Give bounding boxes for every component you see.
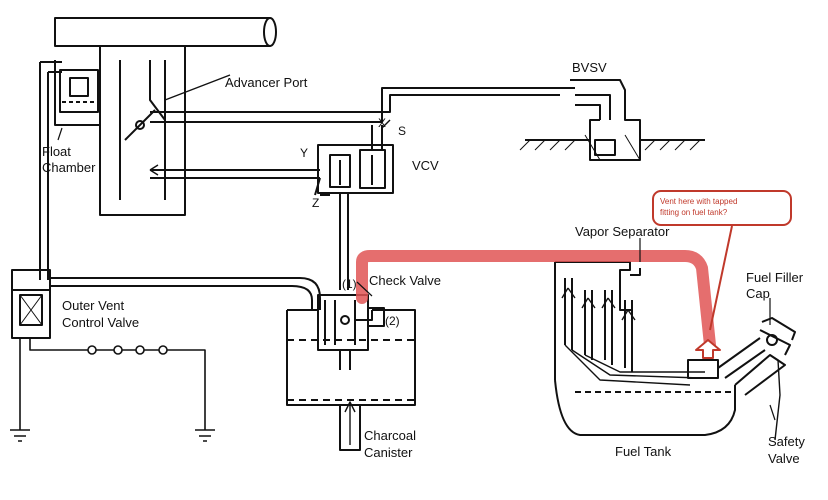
fuel-tank xyxy=(554,344,736,436)
fuel-tank-label: Fuel Tank xyxy=(615,444,672,459)
safety-valve-label-1: Safety xyxy=(768,434,805,449)
highlight-route xyxy=(356,250,716,351)
carb-to-vcv-tube xyxy=(150,169,320,179)
carb-arrow xyxy=(149,164,159,176)
outer-vent-circuit xyxy=(10,338,215,442)
float-chamber xyxy=(54,60,100,126)
vcv-valve xyxy=(314,119,394,290)
float-leader xyxy=(57,127,63,141)
advancer-port-line xyxy=(164,74,231,101)
fuel-filler-label-2: Cap xyxy=(746,286,770,301)
check-valve-label: Check Valve xyxy=(369,273,442,288)
vapor-separator xyxy=(554,261,641,380)
float-chamber-label-1: Float xyxy=(42,144,71,159)
fuel-filler-neck xyxy=(717,317,796,441)
carburetor-body xyxy=(99,46,186,216)
question-callout: Vent here with tapped fitting on fuel ta… xyxy=(652,190,792,226)
advancer-port-label: Advancer Port xyxy=(225,75,308,90)
vent-arrow xyxy=(695,339,721,359)
charcoal-canister-label-1: Charcoal xyxy=(364,428,417,443)
check-valve-leader xyxy=(356,281,373,297)
float-vent-tube xyxy=(39,61,62,280)
callout-line-1: Vent here with tapped xyxy=(660,197,738,206)
vapor-separator-label: Vapor Separator xyxy=(575,224,670,239)
safety-valve-leader xyxy=(769,404,776,421)
carburetor-horn xyxy=(54,17,277,47)
outer-vent-label-2: Control Valve xyxy=(62,315,140,330)
safety-valve-label-2: Valve xyxy=(768,451,800,466)
port-y-label: Y xyxy=(300,146,309,160)
check-valve-1-label: (1) xyxy=(342,277,357,291)
bvsv-label: BVSV xyxy=(572,60,607,75)
charcoal-canister xyxy=(286,294,416,451)
float-chamber-label-2: Chamber xyxy=(42,160,96,175)
port-x-label: X xyxy=(378,116,387,130)
vcv-label: VCV xyxy=(412,158,439,173)
outer-vent-control-valve xyxy=(11,269,300,339)
vent-to-canister-tube xyxy=(291,277,321,310)
fuel-filler-label-1: Fuel Filler xyxy=(746,270,804,285)
port-s-label: S xyxy=(398,124,407,138)
charcoal-canister-label-2: Canister xyxy=(364,445,413,460)
bvsv-valve xyxy=(519,79,705,161)
advancer-tube xyxy=(150,87,560,123)
callout-line-2: fitting on fuel tank? xyxy=(660,208,728,217)
callout-pointer xyxy=(709,225,733,331)
port-z-label: Z xyxy=(312,196,320,210)
outer-vent-label-1: Outer Vent xyxy=(62,298,125,313)
check-valve-2-label: (2) xyxy=(385,314,400,328)
